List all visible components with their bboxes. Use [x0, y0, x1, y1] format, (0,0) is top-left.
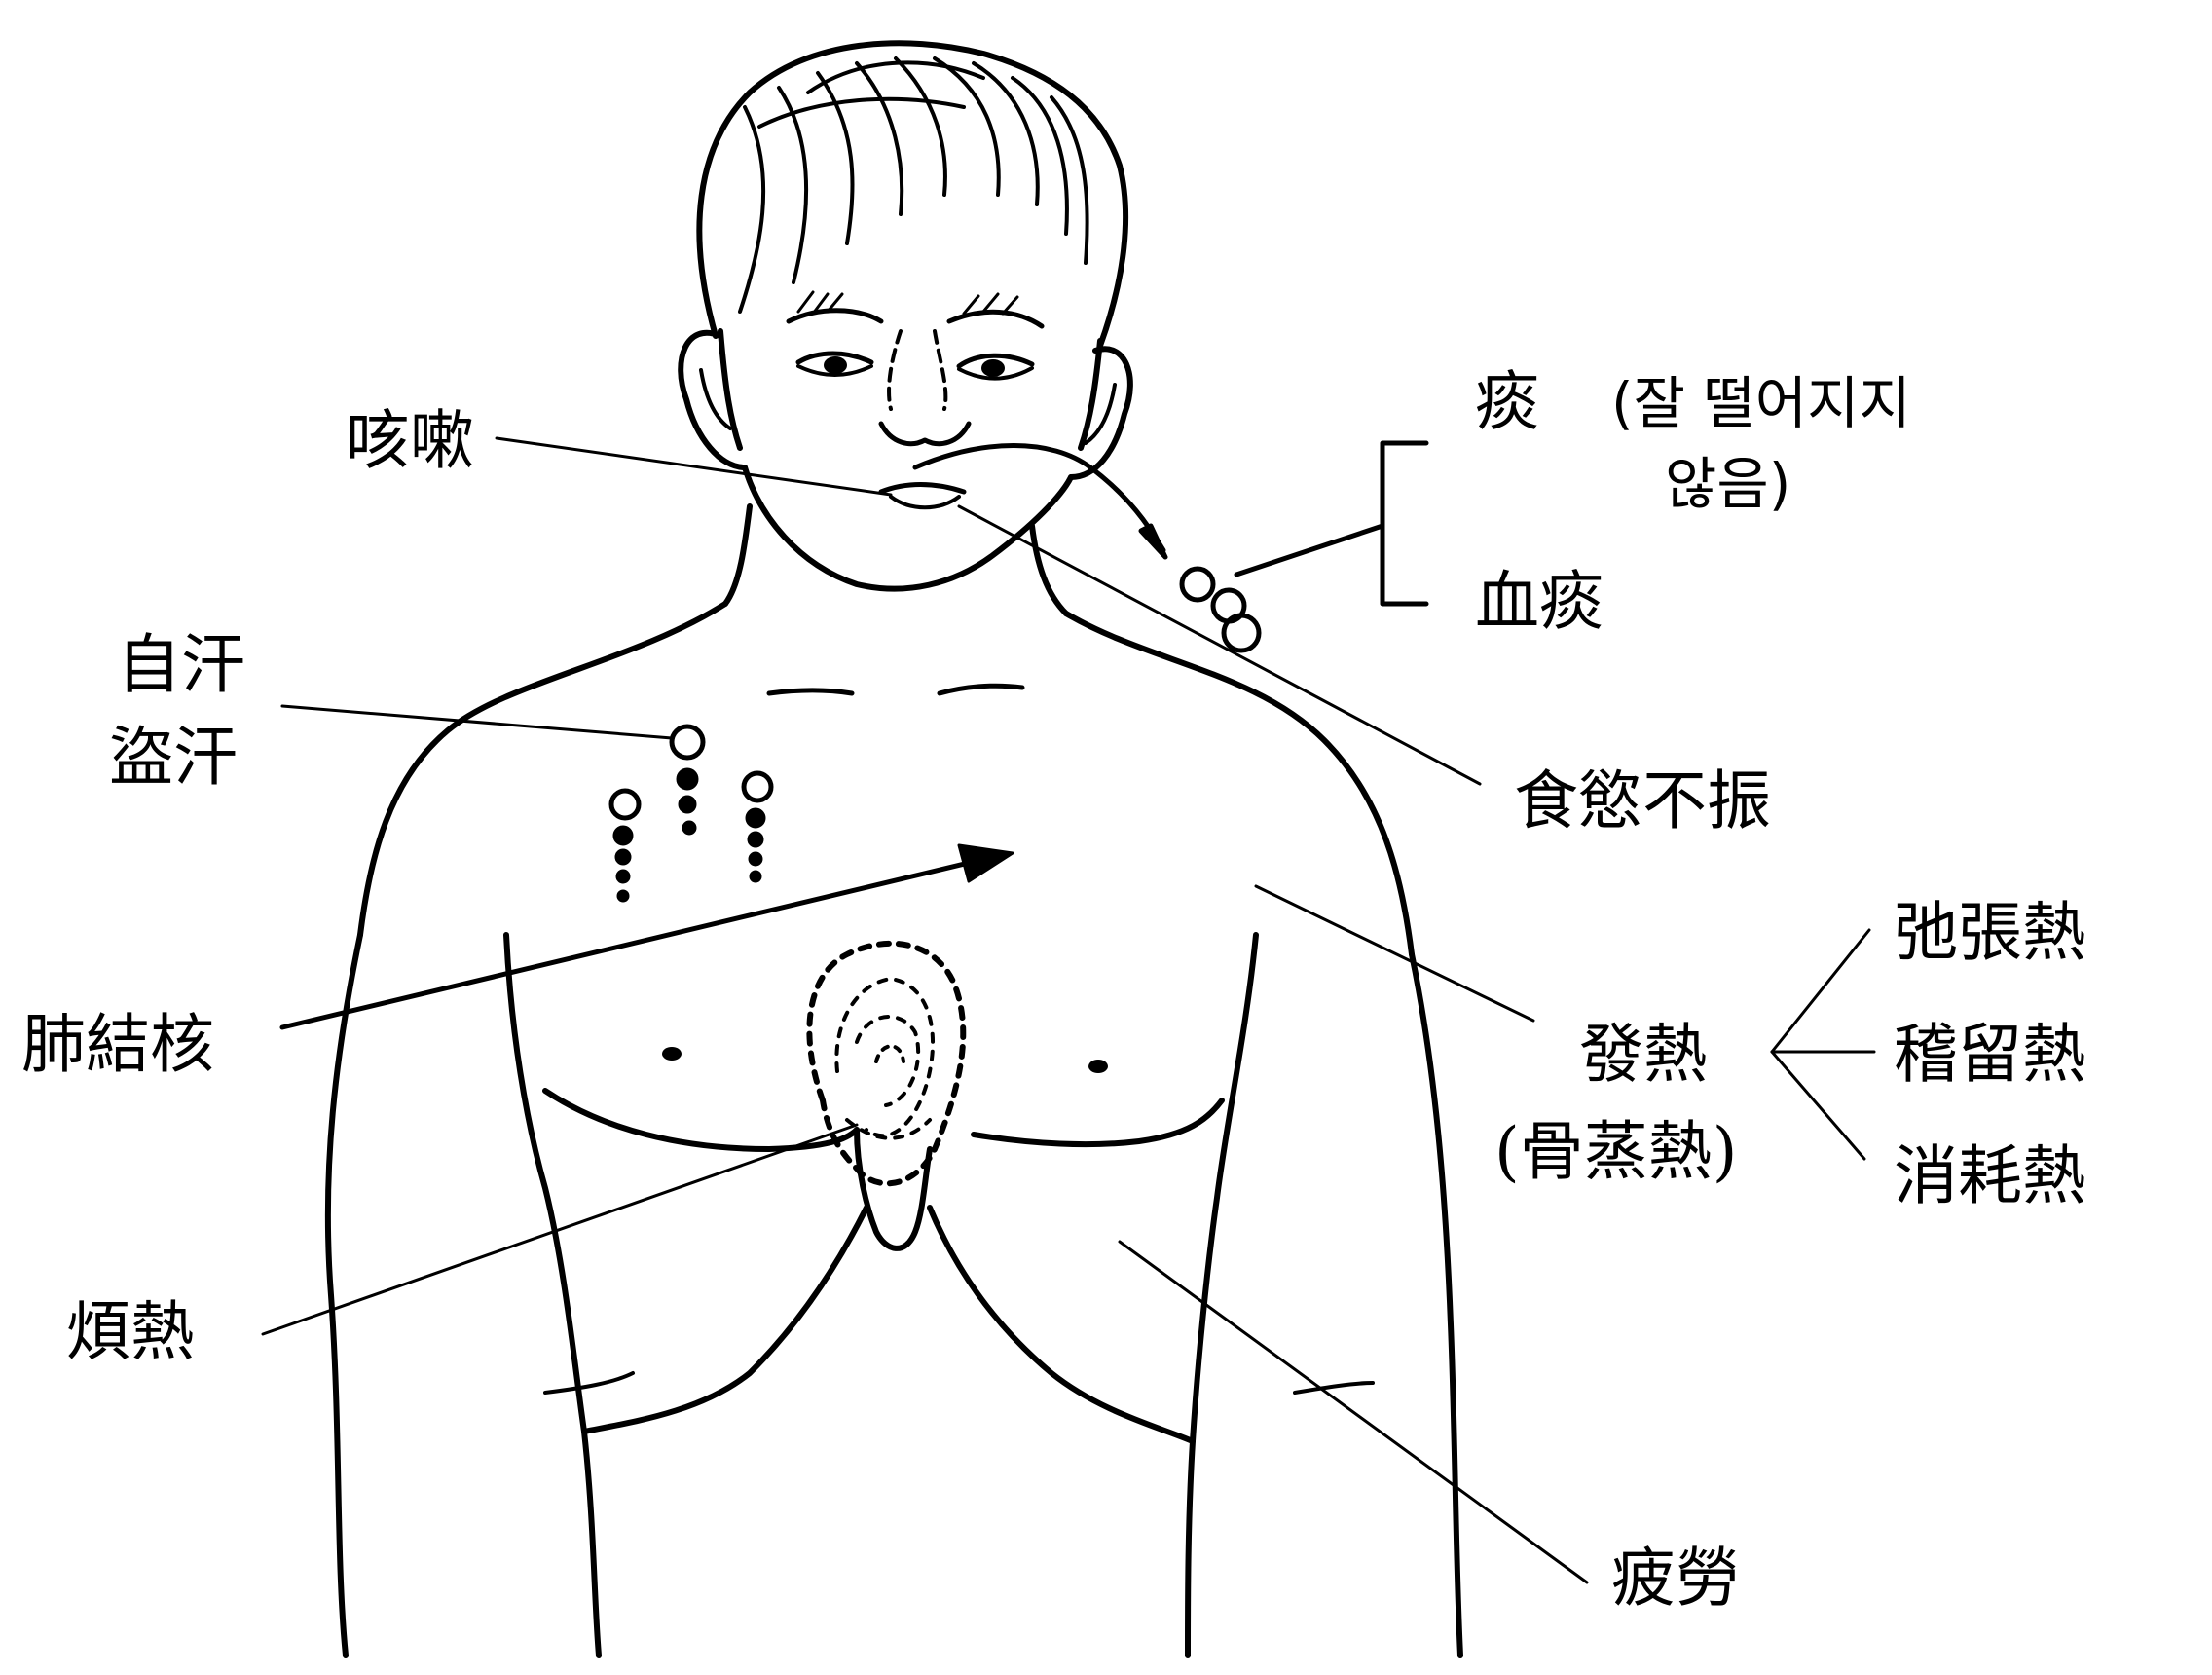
label-phlegm-note-1: (잘 떨어지지: [1611, 370, 1911, 436]
label-spontaneous-sweat: 自汗: [117, 627, 245, 702]
label-bloody-phlegm: 血痰: [1475, 564, 1604, 639]
head-outline: [678, 40, 1133, 592]
label-fatigue: 疲勞: [1611, 1541, 1740, 1616]
label-anorexia: 食慾不振: [1514, 763, 1771, 838]
torso-outline: [324, 503, 1463, 1658]
lung-lesion-texture: [806, 940, 967, 1187]
phlegm-bracket: [1234, 440, 1429, 607]
phlegm-blobs: [912, 443, 1262, 653]
label-fever-note: (骨蒸熱): [1494, 1114, 1738, 1189]
label-night-sweat: 盜汗: [109, 720, 238, 795]
label-continuous-fever: 稽留熱: [1894, 1017, 2086, 1092]
label-cough: 咳嗽: [346, 403, 474, 478]
label-restlessness-heat: 煩熱: [66, 1294, 195, 1369]
label-tuberculosis: 肺結核: [21, 1007, 214, 1082]
label-hectic-fever: 消耗熱: [1894, 1138, 2086, 1213]
sweat-droplets: [608, 724, 774, 903]
tuberculosis-arrow: [279, 843, 1014, 1030]
label-phlegm: 痰: [1475, 364, 1539, 439]
label-fever: 發熱: [1579, 1017, 1708, 1092]
label-phlegm-note-2: 않음): [1665, 451, 1791, 517]
label-remittent-fever: 弛張熱: [1894, 895, 2086, 970]
leader-lines: [261, 436, 1876, 1584]
